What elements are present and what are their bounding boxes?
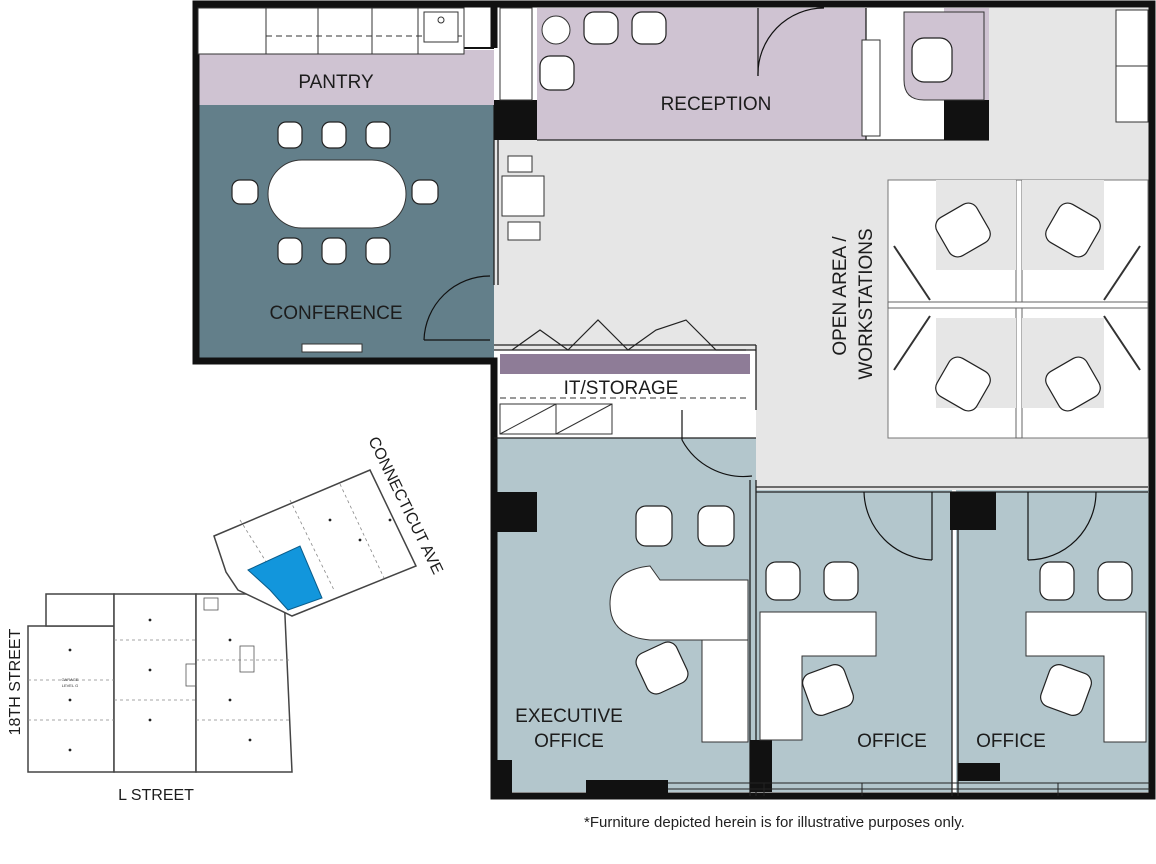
reception-label: RECEPTION	[661, 94, 772, 115]
pantry-label: PANTRY	[298, 72, 374, 93]
office-one-label: OFFICE	[857, 731, 927, 752]
garage-label-line1: GARAGE	[61, 677, 78, 682]
executive-label-line1: EXECUTIVE	[515, 706, 623, 727]
street-label-18th: 18TH STREET	[7, 628, 24, 735]
it-storage-fixtures	[499, 319, 750, 435]
office-two-furniture	[1025, 491, 1147, 743]
reception-desk	[861, 39, 881, 137]
workstations	[887, 179, 1149, 439]
street-label-l: L STREET	[118, 787, 194, 804]
open-area-label-line1: OPEN AREA /	[830, 236, 851, 356]
office-one-furniture	[759, 491, 933, 741]
it-storage-label: IT/STORAGE	[564, 378, 679, 399]
display-screen	[301, 343, 363, 353]
office-two-label: OFFICE	[976, 731, 1046, 752]
suite-highlight	[247, 545, 323, 611]
open-area-label-line2: WORKSTATIONS	[856, 228, 877, 379]
garage-label-line2: LEVEL G	[62, 683, 79, 688]
key-plan: GARAGE LEVEL G	[27, 469, 418, 773]
printer-icon	[501, 155, 545, 241]
pantry-cabinets	[197, 7, 465, 55]
it-storage-band	[500, 354, 750, 374]
executive-label-line2: OFFICE	[534, 731, 604, 752]
conference-furniture	[231, 121, 491, 353]
executive-furniture	[609, 410, 753, 743]
pantry-area	[196, 50, 494, 105]
window-strip	[668, 782, 1150, 796]
structural-columns	[494, 100, 1000, 796]
conference-table	[267, 159, 407, 229]
reception-furniture	[499, 7, 1149, 137]
furniture-disclaimer: *Furniture depicted herein is for illust…	[584, 814, 965, 831]
side-table	[541, 15, 571, 45]
conference-room	[196, 105, 494, 361]
conference-label: CONFERENCE	[269, 303, 402, 324]
